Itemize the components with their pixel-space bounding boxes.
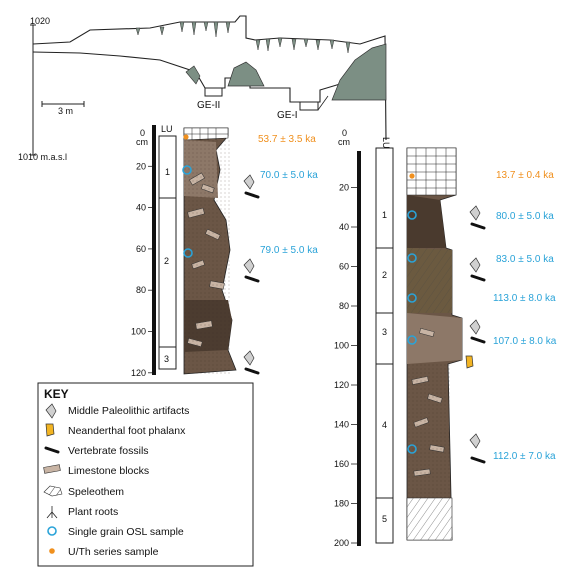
ge1-lu-column — [376, 148, 393, 543]
ge1-section: 0 cm 20406080100120140160180200 LU 1 2 3… — [334, 128, 557, 548]
ge1-lu-3: 3 — [382, 327, 387, 337]
legend-label-vertebrate: Vertebrate fossils — [68, 445, 149, 457]
bone-icon — [246, 277, 258, 281]
legend-label-limestone: Limestone blocks — [68, 465, 149, 477]
ge1-depth-tick-160: 160 — [334, 459, 349, 469]
legend-label-roots: Plant roots — [68, 506, 118, 518]
ge2-depth-axis: 20 40 60 80 100 120 — [131, 161, 154, 377]
ge2-depth-tick-120: 120 — [131, 368, 146, 378]
ge1-date-uth: 13.7 ± 0.4 ka — [496, 170, 554, 181]
ge2-axis-unit: cm — [136, 137, 148, 147]
artifact-icon — [470, 206, 480, 220]
legend-label-uth: U/Th series sample — [68, 546, 159, 558]
ge1-depth-tick-180: 180 — [334, 499, 349, 509]
ge1-unit1-fill — [407, 195, 446, 248]
ge2-depth-tick-80: 80 — [136, 285, 146, 295]
artifact-icon — [470, 434, 480, 448]
ge1-depth-tick-40: 40 — [339, 222, 349, 232]
ge1-date-osl-2: 83.0 ± 5.0 ka — [496, 254, 554, 265]
ge2-finds-2 — [244, 259, 258, 281]
ge1-unit5-texture — [407, 498, 452, 540]
legend-label-speleothem: Speleothem — [68, 486, 124, 498]
scale-bar-label: 3 m — [58, 106, 73, 116]
ge1-lu-4: 4 — [382, 420, 387, 430]
ge2-finds-3 — [244, 351, 258, 373]
phalanx-icon — [466, 356, 473, 368]
ge2-lu-3: 3 — [164, 354, 169, 364]
cave-ceiling-outline — [33, 16, 386, 140]
ge2-lu-header: LU — [161, 124, 173, 134]
legend-label-osl: Single grain OSL sample — [68, 526, 184, 538]
bone-icon — [246, 193, 258, 197]
ge2-depth-tick-100: 100 — [131, 327, 146, 337]
ge1-finds-4 — [470, 434, 484, 462]
pit-ge1 — [300, 102, 318, 110]
ge1-lu-2: 2 — [382, 270, 387, 280]
ge2-date-osl-2: 79.0 ± 5.0 ka — [260, 245, 318, 256]
rock-mass-left — [228, 62, 264, 86]
ge2-lu-2: 2 — [164, 256, 169, 266]
ge1-depth-tick-80: 80 — [339, 301, 349, 311]
ge1-lu-5: 5 — [382, 514, 387, 524]
pit-ge2 — [205, 88, 222, 96]
ge1-date-osl-1: 80.0 ± 5.0 ka — [496, 211, 554, 222]
legend: KEY Middle Paleolithic artifacts Neander… — [38, 383, 253, 566]
ge1-lu-header: LU — [381, 137, 391, 149]
ge1-finds-3 — [466, 320, 484, 368]
artifact-icon — [244, 351, 254, 365]
phalanx-icon — [46, 424, 54, 436]
cave-floor-outline — [33, 52, 386, 102]
ge1-depth-axis: 20 40 60 80 100 120 140 160 180 200 — [334, 183, 357, 549]
ge1-depth-tick-120: 120 — [334, 380, 349, 390]
artifact-icon — [470, 320, 480, 334]
ceiling-stalactites — [136, 22, 350, 53]
ge2-depth-tick-60: 60 — [136, 244, 146, 254]
ge1-depth-tick-100: 100 — [334, 341, 349, 351]
artifact-icon — [244, 259, 254, 273]
ge1-date-osl-3: 113.0 ± 8.0 ka — [493, 293, 556, 304]
ge2-depth-tick-40: 40 — [136, 203, 146, 213]
artifact-icon — [244, 175, 254, 189]
ge2-depth-tick-20: 20 — [136, 161, 146, 171]
ge2-finds-1 — [244, 175, 258, 197]
ge1-axis-unit: cm — [338, 137, 350, 147]
ge1-unit2-texture — [407, 248, 452, 313]
ge1-lu-1: 1 — [382, 210, 387, 220]
rock-mass-small — [186, 66, 200, 84]
ge1-uth-sample — [409, 173, 414, 178]
bone-icon — [472, 276, 484, 280]
site-label-ge2: GE-II — [197, 100, 220, 111]
ge1-depth-tick-60: 60 — [339, 262, 349, 272]
ge1-depth-tick-140: 140 — [334, 420, 349, 430]
uth-icon — [49, 548, 55, 554]
ge2-lu-1: 1 — [165, 167, 170, 177]
ge2-date-osl-1: 70.0 ± 5.0 ka — [260, 170, 318, 181]
bone-icon — [472, 338, 484, 342]
ge2-section: 0 cm 20406080100120 LU 1 2 3 — [131, 124, 318, 378]
bone-icon — [472, 458, 484, 462]
ge1-date-osl-5: 112.0 ± 7.0 ka — [493, 451, 556, 462]
legend-label-phalanx: Neanderthal foot phalanx — [68, 425, 186, 437]
ge1-finds-2 — [470, 258, 484, 280]
ge1-depth-bar — [357, 151, 361, 546]
ge2-uth-sample — [183, 134, 188, 139]
elevation-bottom-label: 1010 m.a.s.l — [18, 152, 67, 162]
ge2-date-uth: 53.7 ± 3.5 ka — [258, 134, 316, 145]
ge1-depth-tick-20: 20 — [339, 183, 349, 193]
ge1-finds-1 — [470, 206, 484, 228]
ge1-sediment-texture — [407, 364, 452, 498]
ge1-depth-tick-200: 200 — [334, 538, 349, 548]
rock-mass-right — [332, 44, 386, 100]
bone-icon — [246, 369, 258, 373]
artifact-icon — [470, 258, 480, 272]
ge1-date-osl-4: 107.0 ± 8.0 ka — [493, 336, 557, 347]
legend-title: KEY — [44, 387, 69, 401]
legend-label-artifacts: Middle Paleolithic artifacts — [68, 405, 189, 417]
ge2-sediment-texture — [184, 140, 232, 374]
site-label-ge1: GE-I — [277, 110, 298, 121]
bone-icon — [472, 224, 484, 228]
ge2-depth-bar — [152, 125, 156, 375]
